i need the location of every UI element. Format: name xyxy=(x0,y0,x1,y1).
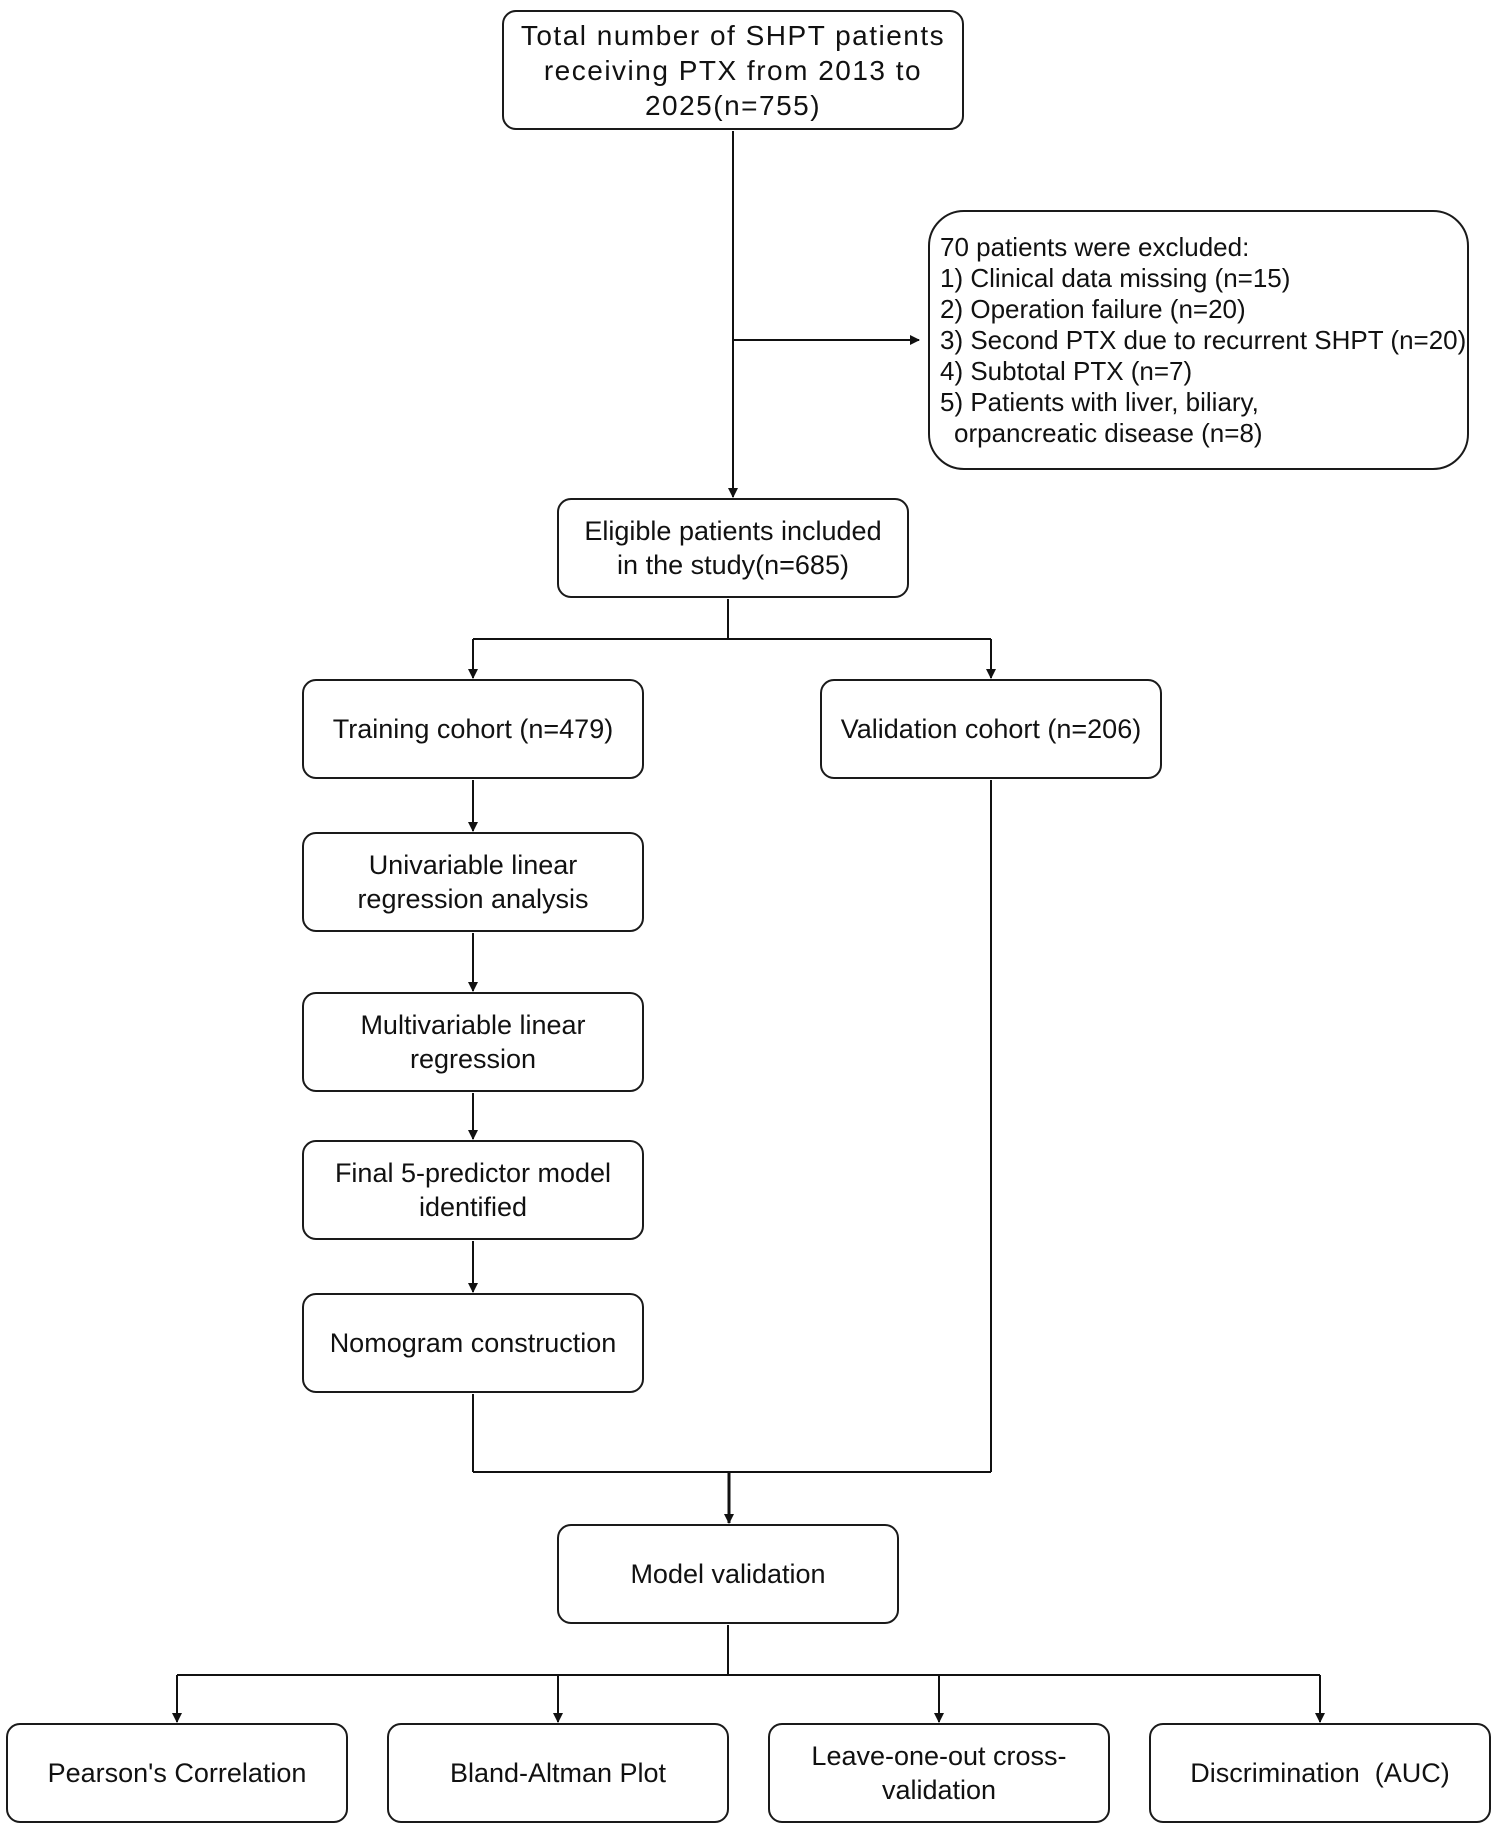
training-cohort-box: Training cohort (n=479) xyxy=(302,679,644,779)
excluded-item: 1) Clinical data missing (n=15) xyxy=(940,263,1291,293)
nomogram-construction-box: Nomogram construction xyxy=(302,1293,644,1393)
pearson-correlation-text: Pearson's Correlation xyxy=(47,1758,307,1788)
loocv-box: Leave-one-out cross-validation xyxy=(768,1723,1110,1823)
excluded-item: 3) Second PTX due to recurrent SHPT (n=2… xyxy=(940,325,1467,355)
loocv-text: Leave-one-out cross-validation xyxy=(811,1741,1067,1805)
excluded-header: 70 patients were excluded: xyxy=(940,232,1250,262)
nomogram-construction-text: Nomogram construction xyxy=(329,1328,617,1358)
total-patients-text: Total number of SHPT patients receiving … xyxy=(520,19,946,121)
discrimination-auc-box: Discrimination (AUC) xyxy=(1149,1723,1491,1823)
training-cohort-text: Training cohort (n=479) xyxy=(332,714,614,744)
univariable-analysis-text: Univariable linear regression analysis xyxy=(357,850,589,914)
bland-altman-text: Bland-Altman Plot xyxy=(449,1758,667,1788)
validation-cohort-text: Validation cohort (n=206) xyxy=(840,714,1142,744)
excluded-item: orpancreatic disease (n=8) xyxy=(954,418,1263,448)
eligible-patients-text: Eligible patients included in the study(… xyxy=(584,516,882,580)
final-model-text: Final 5-predictor model identified xyxy=(334,1158,612,1222)
discrimination-auc-text: Discrimination (AUC) xyxy=(1190,1758,1450,1788)
validation-cohort-box: Validation cohort (n=206) xyxy=(820,679,1162,779)
model-validation-text: Model validation xyxy=(630,1559,826,1589)
eligible-patients-box: Eligible patients included in the study(… xyxy=(557,498,909,598)
excluded-item: 2) Operation failure (n=20) xyxy=(940,294,1246,324)
multivariable-regression-box: Multivariable linear regression xyxy=(302,992,644,1092)
final-model-box: Final 5-predictor model identified xyxy=(302,1140,644,1240)
pearson-correlation-box: Pearson's Correlation xyxy=(6,1723,348,1823)
bland-altman-box: Bland-Altman Plot xyxy=(387,1723,729,1823)
excluded-patients-box: 70 patients were excluded: 1) Clinical d… xyxy=(928,210,1469,470)
univariable-analysis-box: Univariable linear regression analysis xyxy=(302,832,644,932)
model-validation-box: Model validation xyxy=(557,1524,899,1624)
total-patients-box: Total number of SHPT patients receiving … xyxy=(502,10,964,130)
excluded-item: 4) Subtotal PTX (n=7) xyxy=(940,356,1193,386)
multivariable-regression-text: Multivariable linear regression xyxy=(360,1010,586,1074)
excluded-item: 5) Patients with liver, biliary, xyxy=(940,387,1259,417)
